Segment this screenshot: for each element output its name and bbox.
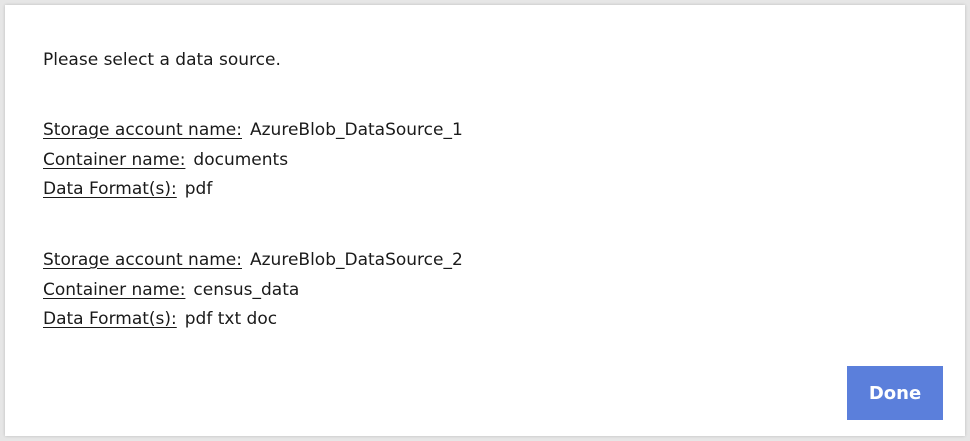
storage-account-label: Storage account name: bbox=[43, 250, 242, 270]
data-format-label: Data Format(s): bbox=[43, 309, 177, 329]
storage-account-row: Storage account name: AzureBlob_DataSourc… bbox=[43, 250, 463, 280]
storage-account-value: AzureBlob_DataSource_1 bbox=[250, 120, 463, 140]
container-name-label: Container name: bbox=[43, 149, 186, 170]
prompt-text: Please select a data source. bbox=[43, 50, 281, 70]
storage-account-value: AzureBlob_DataSource_2 bbox=[250, 250, 463, 270]
data-format-label: Data Format(s): bbox=[43, 179, 177, 199]
data-format-value: pdf txt doc bbox=[184, 309, 278, 329]
data-source-option-1[interactable]: Storage account name: AzureBlob_DataSourc… bbox=[43, 120, 463, 209]
storage-account-row: Storage account name: AzureBlob_DataSourc… bbox=[43, 120, 463, 150]
container-name-row: Container name: documents bbox=[43, 150, 463, 180]
storage-account-label: Storage account name: bbox=[43, 120, 242, 140]
done-button[interactable]: Done bbox=[847, 366, 943, 420]
data-source-option-2[interactable]: Storage account name: AzureBlob_DataSourc… bbox=[43, 250, 463, 339]
data-source-dialog: Please select a data source. Storage acc… bbox=[5, 5, 965, 436]
container-name-value: census_data bbox=[193, 279, 300, 300]
data-format-value: pdf bbox=[184, 179, 213, 199]
data-format-row: Data Format(s): pdf txt doc bbox=[43, 309, 463, 339]
container-name-label: Container name: bbox=[43, 279, 186, 300]
data-format-row: Data Format(s): pdf bbox=[43, 179, 463, 209]
container-name-value: documents bbox=[193, 149, 289, 170]
container-name-row: Container name: census_data bbox=[43, 280, 463, 310]
